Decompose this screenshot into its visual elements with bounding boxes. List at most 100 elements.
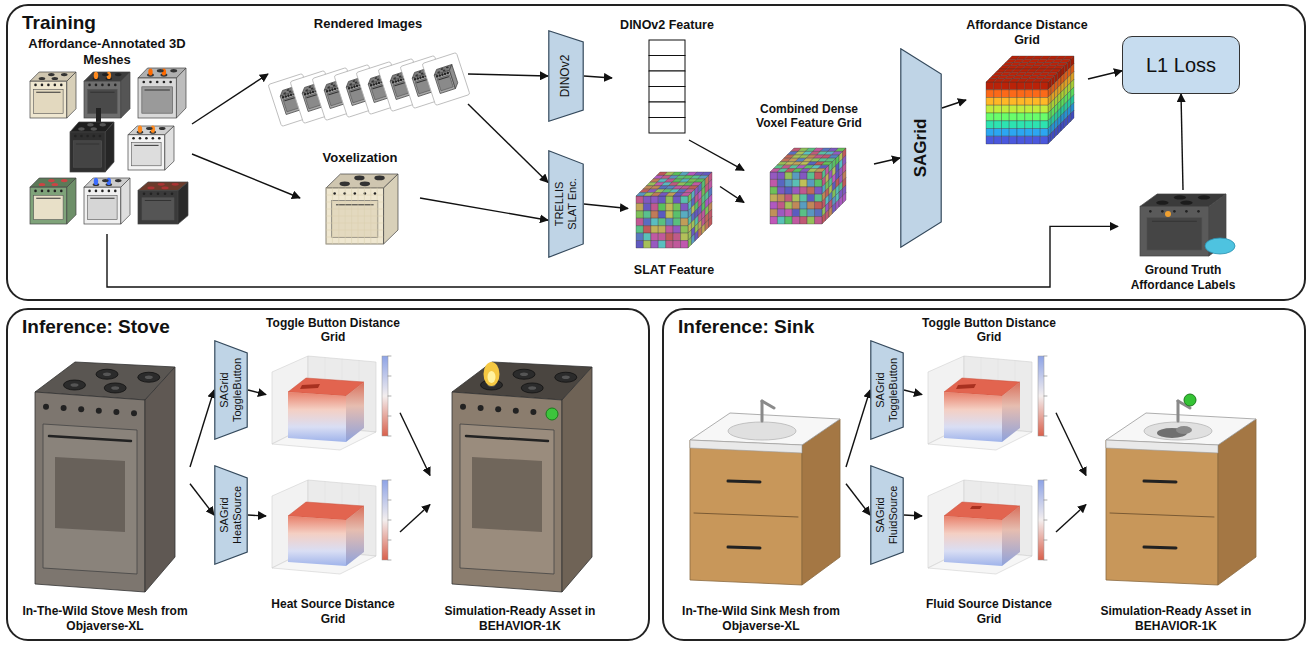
burner	[39, 183, 46, 186]
voxel-cell	[1017, 113, 1025, 121]
voxel-cell	[815, 172, 822, 179]
voxel-cell	[1025, 105, 1033, 113]
voxel-cell	[994, 121, 1002, 129]
knob	[414, 78, 417, 81]
voxel-cell	[1017, 82, 1025, 90]
colorbar-tick	[388, 560, 391, 561]
burner	[446, 66, 449, 68]
voxel-cell	[800, 187, 807, 194]
knob	[436, 75, 439, 78]
stove-front	[1140, 206, 1209, 256]
voxel-cell	[666, 241, 673, 248]
voxel-cell	[807, 172, 814, 179]
voxel-cell	[681, 203, 688, 210]
burner	[91, 127, 97, 130]
text-block: Combined Dense Voxel Feature Grid	[744, 102, 874, 131]
burner	[147, 186, 154, 189]
colorbar-tick	[1044, 500, 1047, 501]
colorbar-tick	[1044, 416, 1047, 417]
voxel-cell	[1044, 76, 1055, 79]
door-handle	[329, 92, 339, 95]
voxel-cell	[698, 175, 709, 178]
cabinet-front	[690, 440, 802, 585]
voxel-cell	[770, 209, 777, 216]
voxel-cell	[1025, 90, 1033, 98]
text-block: Fluid Source Distance Grid	[922, 597, 1056, 626]
grid-side	[346, 382, 364, 442]
voxel-cell	[643, 233, 650, 240]
text-block: SAGrid HeatSource	[218, 473, 243, 557]
voxel-cell	[770, 194, 777, 201]
cabinet-side	[1218, 419, 1256, 585]
voxel-cell	[815, 179, 822, 186]
connector-arrow	[248, 515, 266, 516]
drawer-handle	[728, 481, 760, 482]
voxel-cell	[1009, 121, 1017, 129]
burner	[305, 89, 308, 91]
voxel-cell	[1040, 136, 1048, 144]
knob	[397, 79, 400, 82]
colorbar-tick	[1044, 356, 1047, 357]
colorbar-tick	[1044, 396, 1047, 397]
text-block: TRELLIS SLAT Enc.	[553, 173, 578, 235]
voxel-cell	[1002, 121, 1010, 129]
voxel-cell	[792, 172, 799, 179]
connector-arrow	[1088, 71, 1122, 79]
voxel-cell	[986, 121, 994, 129]
voxel-cell	[807, 179, 814, 186]
voxel-cell	[986, 129, 994, 137]
view-card	[422, 53, 470, 106]
knob	[139, 137, 142, 140]
voxel-cell	[792, 187, 799, 194]
burner	[288, 90, 291, 92]
voxel-cell	[651, 226, 658, 233]
knob	[88, 190, 91, 193]
connector-arrow	[192, 74, 268, 124]
voxel-cell	[666, 226, 673, 233]
node-label: SAGrid ToggleButton	[874, 348, 899, 432]
voxel-cell	[666, 233, 673, 240]
burner-cap	[520, 372, 528, 376]
door-handle	[1152, 221, 1196, 222]
voxel-cell	[792, 194, 799, 201]
figure-group: Toggle Button Distance Grid	[922, 314, 1056, 466]
knob	[34, 190, 37, 193]
voxel-cell	[986, 82, 994, 90]
voxel-cell	[1040, 105, 1048, 113]
voxel-cell	[636, 241, 643, 248]
voxel-cell	[695, 230, 698, 241]
voxel-cell	[785, 187, 792, 194]
voxel-cell	[777, 187, 784, 194]
oven-window	[55, 457, 125, 532]
connector-arrow	[107, 226, 1118, 287]
fluid-distance-plot	[928, 480, 1047, 574]
door-handle	[76, 144, 99, 145]
voxel-cell	[785, 179, 792, 186]
colorbar-tick	[388, 416, 391, 417]
voxel-cell	[1017, 136, 1025, 144]
voxel-cell	[702, 223, 705, 234]
voxel-cell	[1025, 129, 1033, 137]
affordance-hotspot	[970, 506, 982, 509]
voxel-cell	[1051, 130, 1054, 141]
voxel-cell	[691, 182, 702, 185]
knob	[101, 190, 104, 193]
oven-door	[34, 89, 63, 113]
drawer-handle	[1144, 547, 1176, 548]
colorbar-tick	[1044, 560, 1047, 561]
burner-cap	[562, 375, 570, 379]
stove-front	[70, 132, 105, 172]
voxel-cell	[1071, 110, 1074, 121]
voxel-cell	[658, 226, 665, 233]
knob	[419, 76, 422, 79]
colorbar-tick	[1044, 376, 1047, 377]
voxel-line	[326, 195, 383, 196]
text-block: Heat Source Distance Grid	[266, 597, 400, 626]
voxel-cell	[636, 211, 643, 218]
counter-edge	[690, 440, 802, 453]
drawer-divider	[1110, 513, 1214, 517]
knob	[348, 87, 351, 90]
figure-group: Simulation-Ready Asset in BEHAVIOR-1K	[430, 345, 610, 635]
voxel-cell	[1017, 98, 1025, 106]
burner	[87, 123, 93, 126]
